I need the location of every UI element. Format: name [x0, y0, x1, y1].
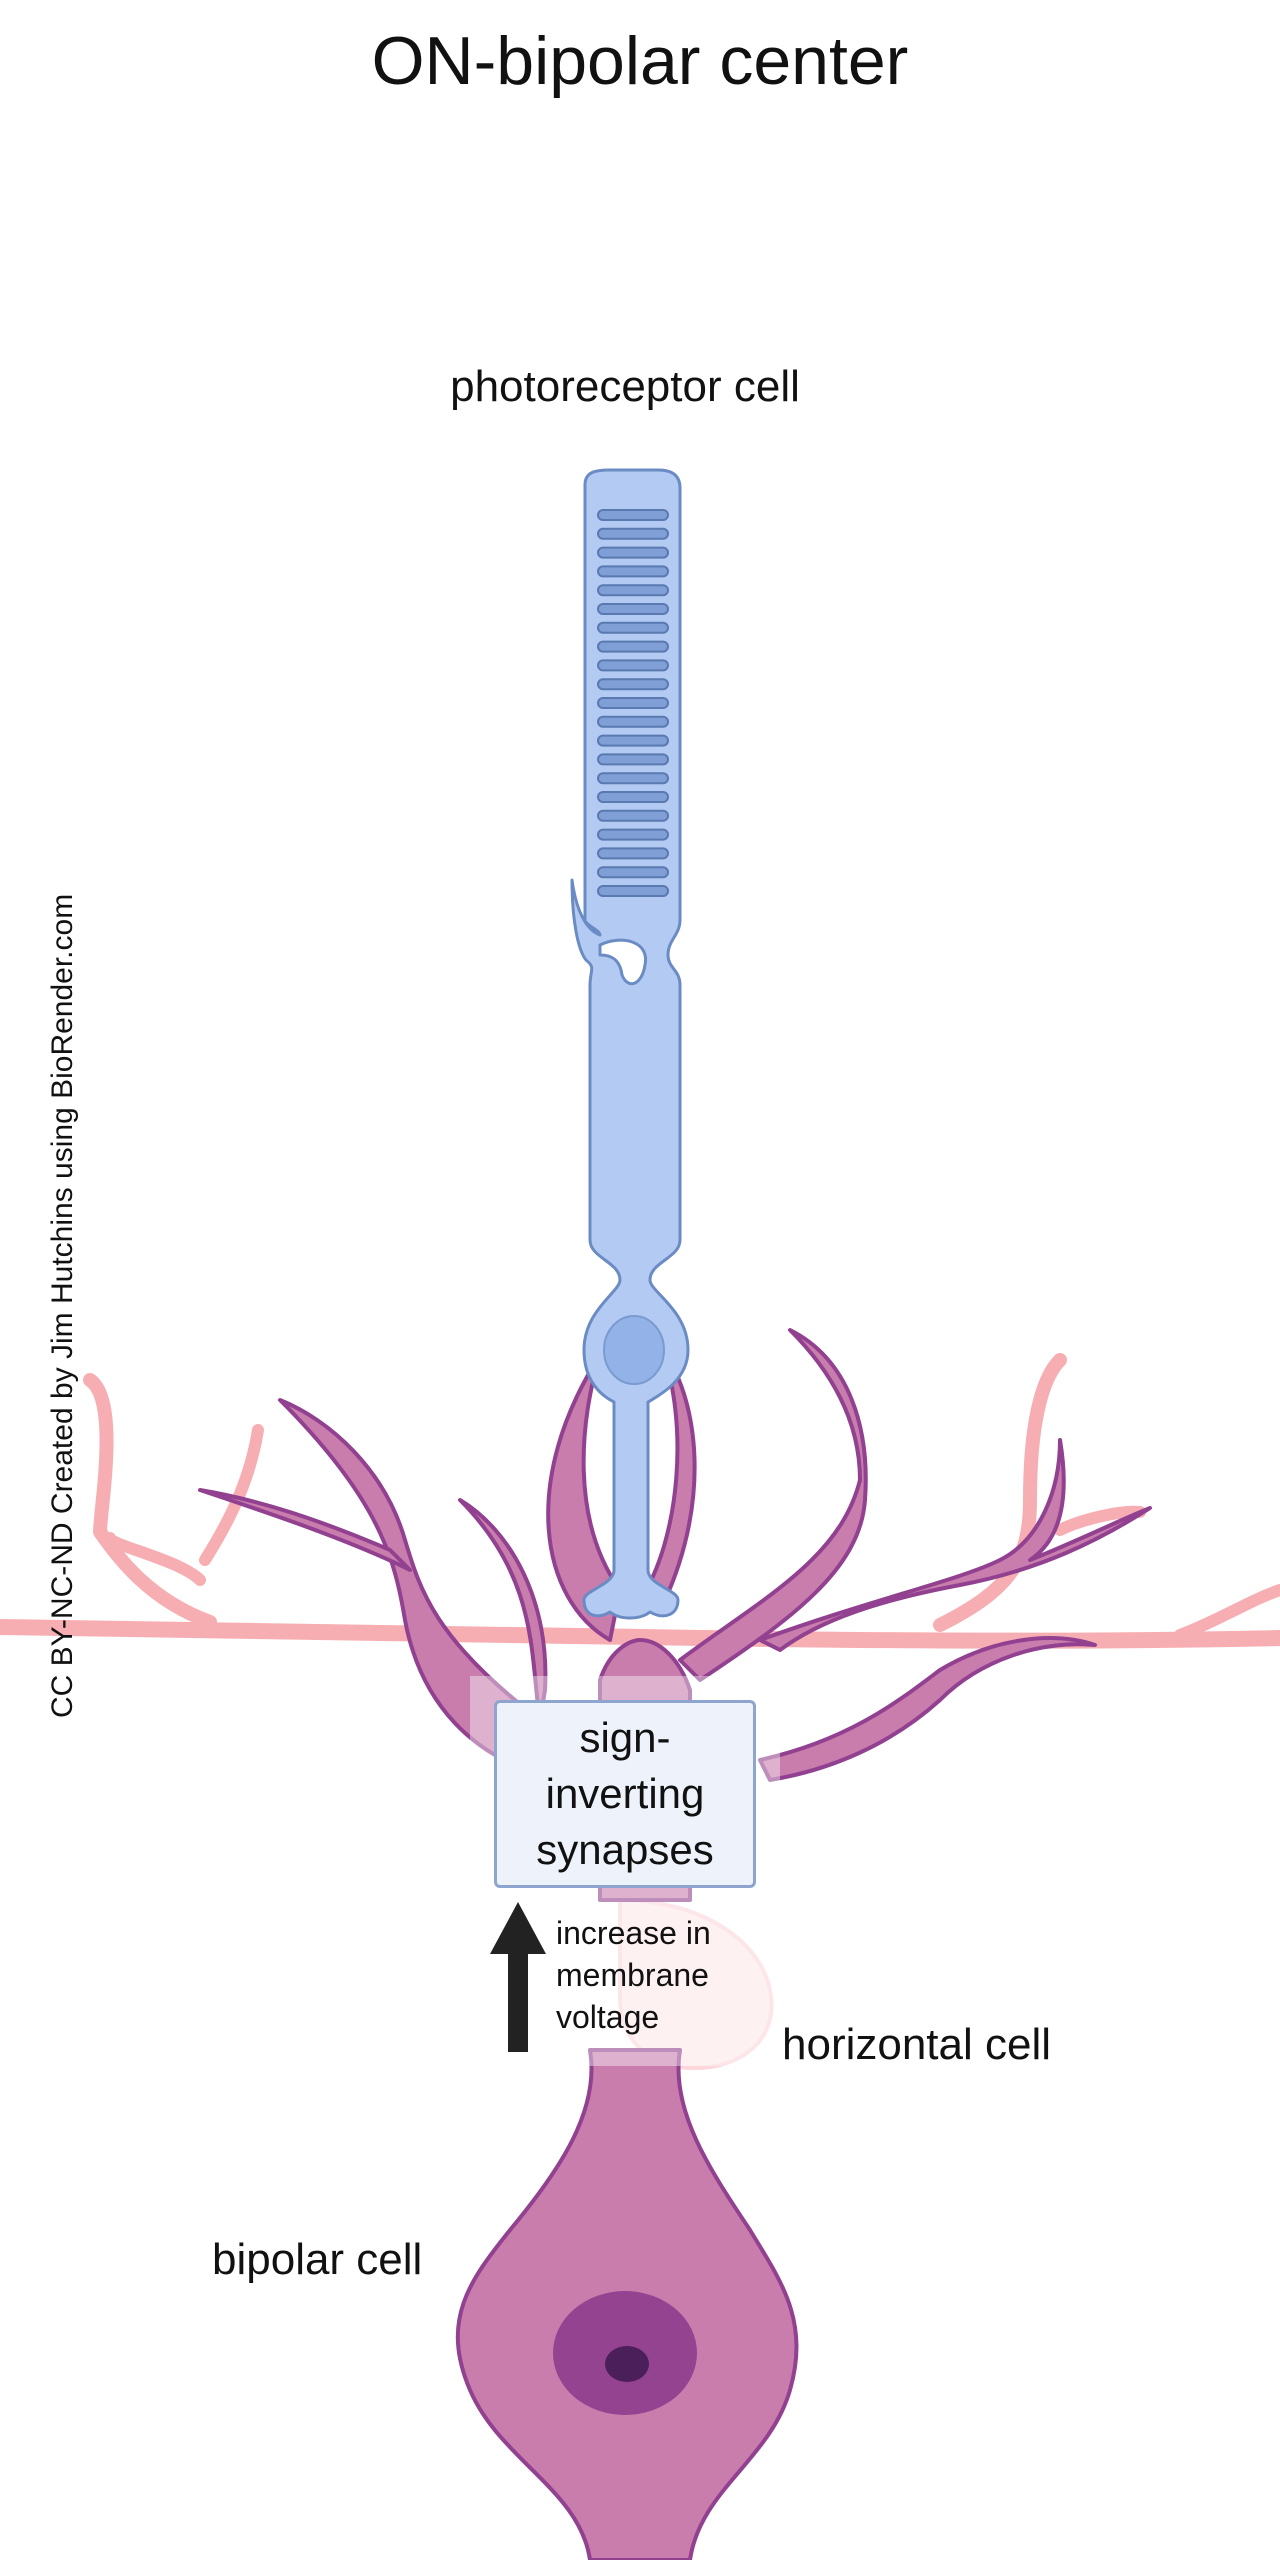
credit-text: CC BY-NC-ND Created by Jim Hutchins usin… [46, 893, 79, 1718]
photoreceptor-disc [597, 715, 669, 728]
photoreceptor-disc [597, 697, 669, 709]
bipolar-dendrite-left-mid [458, 1498, 548, 1722]
voltage-line-1: increase in [556, 1915, 711, 1951]
voltage-note: increase in membrane voltage [556, 1912, 711, 2038]
horizontal-cell-far-right [1174, 1584, 1280, 1641]
horizontal-cell-lower-body [618, 1898, 774, 2071]
bipolar-dendrite-upper-right [678, 1328, 868, 1682]
photoreceptor-label: photoreceptor cell [450, 362, 800, 411]
bipolar-dendrite-right [758, 1438, 1152, 1652]
bipolar-dendrite-left [278, 1398, 562, 1782]
photoreceptor-disc [597, 753, 669, 766]
synapse-line-1: sign- [579, 1714, 671, 1761]
synapse-line-2: inverting [545, 1770, 705, 1817]
synapse-box: sign- inverting synapses [494, 1700, 756, 1888]
bipolar-dendrite-lower-right [758, 1636, 1097, 1782]
photoreceptor-disc [597, 546, 669, 559]
photoreceptor-disc [597, 791, 669, 803]
bipolar-cell-label: bipolar cell [212, 2235, 423, 2284]
photoreceptor-disc [597, 603, 669, 615]
voltage-line-2: membrane [556, 1957, 709, 1993]
photoreceptor-cilium-notch [598, 938, 647, 986]
photoreceptor-disc [597, 772, 669, 785]
voltage-line-3: voltage [556, 1999, 660, 2035]
photoreceptor-disc [597, 847, 669, 860]
photoreceptor-disc [597, 809, 669, 822]
photoreceptor-disc [597, 678, 669, 691]
bipolar-dendrite-left-outer [198, 1488, 412, 1572]
photoreceptor-disc [597, 621, 669, 634]
horizontal-cell-left-twig [104, 1532, 206, 1586]
photoreceptor-disc [597, 885, 669, 897]
photoreceptor-disc [597, 734, 669, 747]
photoreceptor-disc [597, 565, 669, 578]
bipolar-cell [455, 2048, 799, 2560]
bipolar-nucleolus [605, 2346, 649, 2382]
photoreceptor-disc [597, 527, 669, 540]
photoreceptor-disc [597, 828, 669, 841]
horizontal-cell-right-twig [1054, 1505, 1146, 1536]
photoreceptor-disc [597, 866, 669, 879]
synapse-line-3: synapses [536, 1826, 714, 1873]
photoreceptor-discs [597, 509, 669, 897]
photoreceptor-disc [597, 640, 669, 653]
photoreceptor-disc [597, 584, 669, 597]
horizontal-cell-left-branch [83, 1373, 217, 1629]
photoreceptor-cell [570, 468, 690, 1620]
horizontal-cell-right-branch [933, 1353, 1067, 1632]
photoreceptor-disc [597, 659, 669, 672]
horizontal-cell-label: horizontal cell [782, 2020, 1052, 2069]
page-title: ON-bipolar center [371, 23, 909, 99]
photoreceptor-nucleus [603, 1315, 665, 1385]
photoreceptor-disc [597, 509, 669, 521]
up-arrow-icon [490, 1902, 546, 2052]
